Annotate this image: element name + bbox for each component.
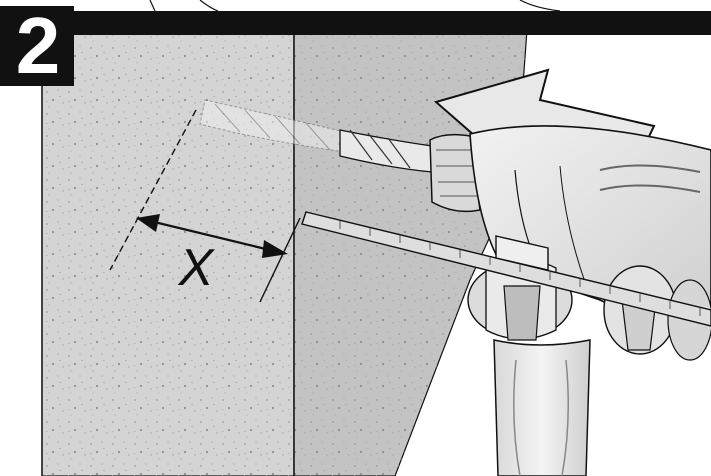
step-banner <box>0 11 711 35</box>
drill-bit-shank <box>339 129 433 173</box>
dimension-arrow-left <box>136 214 160 232</box>
top-remnant-curve <box>199 0 219 12</box>
dimension-line <box>145 218 279 254</box>
dimension-arrow-right <box>262 240 288 258</box>
wall-face-guide-line <box>259 217 301 303</box>
depth-measure <box>109 109 301 303</box>
hammer-drill-icon <box>429 125 711 476</box>
drill-bit-in-wall <box>199 99 346 153</box>
wall-left-face <box>41 29 295 476</box>
top-remnant-line <box>149 0 156 12</box>
step-number: 2 <box>15 1 61 90</box>
top-remnant-curve-right <box>519 0 561 12</box>
bit-tip-guide-line <box>109 109 197 271</box>
depth-stop-rod-icon <box>301 211 711 327</box>
dimension-label: X <box>178 239 216 297</box>
step-number-box <box>0 6 74 86</box>
